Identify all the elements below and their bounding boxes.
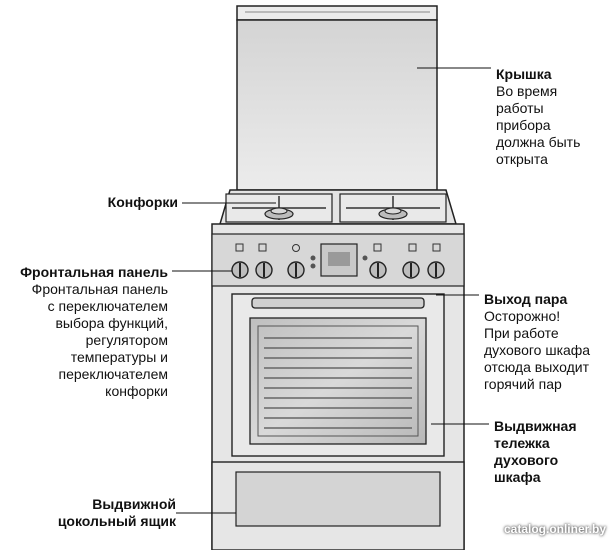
bottom-drawer [211,461,465,550]
leader-lines [172,67,491,514]
hob-top [218,189,458,225]
label-rack: Выдвижная тележка духового шкафа [494,418,577,486]
knob-1 [231,261,249,279]
label-lid-line-3: прибора [496,117,551,133]
watermark: catalog.onliner.by [503,522,606,536]
label-panel-line-1: Фронтальная панель [31,281,168,297]
knob-3 [287,261,305,279]
label-rack-line-2: тележка [494,435,550,451]
door-handle [251,297,425,309]
label-steam-title: Выход пара [484,291,568,307]
label-lid-title: Крышка [496,66,552,82]
label-lid-line-5: открыта [496,151,548,167]
label-burners: Конфорки [108,194,178,211]
label-steam-line-1: Осторожно! [484,308,561,324]
label-lid-line-2: работы [496,100,544,116]
label-rack-line-3: духового [494,452,559,468]
label-burners-title: Конфорки [107,194,178,210]
label-panel-line-3: выбора функций, [55,315,168,331]
label-steam: Выход пара Осторожно! При работе духовог… [484,291,590,393]
burner-right [378,207,408,220]
knob-2 [255,261,273,279]
oven-door [231,293,445,457]
label-lid: Крышка Во время работы прибора должна бы… [496,66,580,168]
label-steam-line-3: духового шкафа [484,342,591,358]
label-panel-line-5: температуры и [70,349,168,365]
label-panel-line-2: с переключателем [47,298,168,314]
label-panel-line-7: конфорки [105,383,168,399]
lid [236,5,438,191]
burner-left [264,207,294,220]
label-panel-title: Фронтальная панель [20,264,168,280]
label-panel: Фронтальная панель Фронтальная панель с … [20,264,168,400]
knob-4 [369,261,387,279]
label-steam-line-5: горячий пар [484,376,562,392]
label-lid-line-1: Во время [496,83,558,99]
label-drawer-line-1: Выдвижной [92,496,176,512]
label-steam-line-2: При работе [484,325,559,341]
label-drawer: Выдвижной цокольный ящик [58,496,176,530]
control-panel [211,233,465,287]
label-lid-line-4: должна быть [496,134,581,150]
knob-5 [402,261,420,279]
knob-6 [427,261,445,279]
label-panel-line-4: регулятором [85,332,168,348]
label-panel-line-6: переключателем [58,366,168,382]
label-steam-line-4: отсюда выходит [484,359,589,375]
label-rack-line-1: Выдвижная [494,418,577,434]
label-rack-line-4: шкафа [494,469,541,485]
label-drawer-line-2: цокольный ящик [57,513,176,529]
